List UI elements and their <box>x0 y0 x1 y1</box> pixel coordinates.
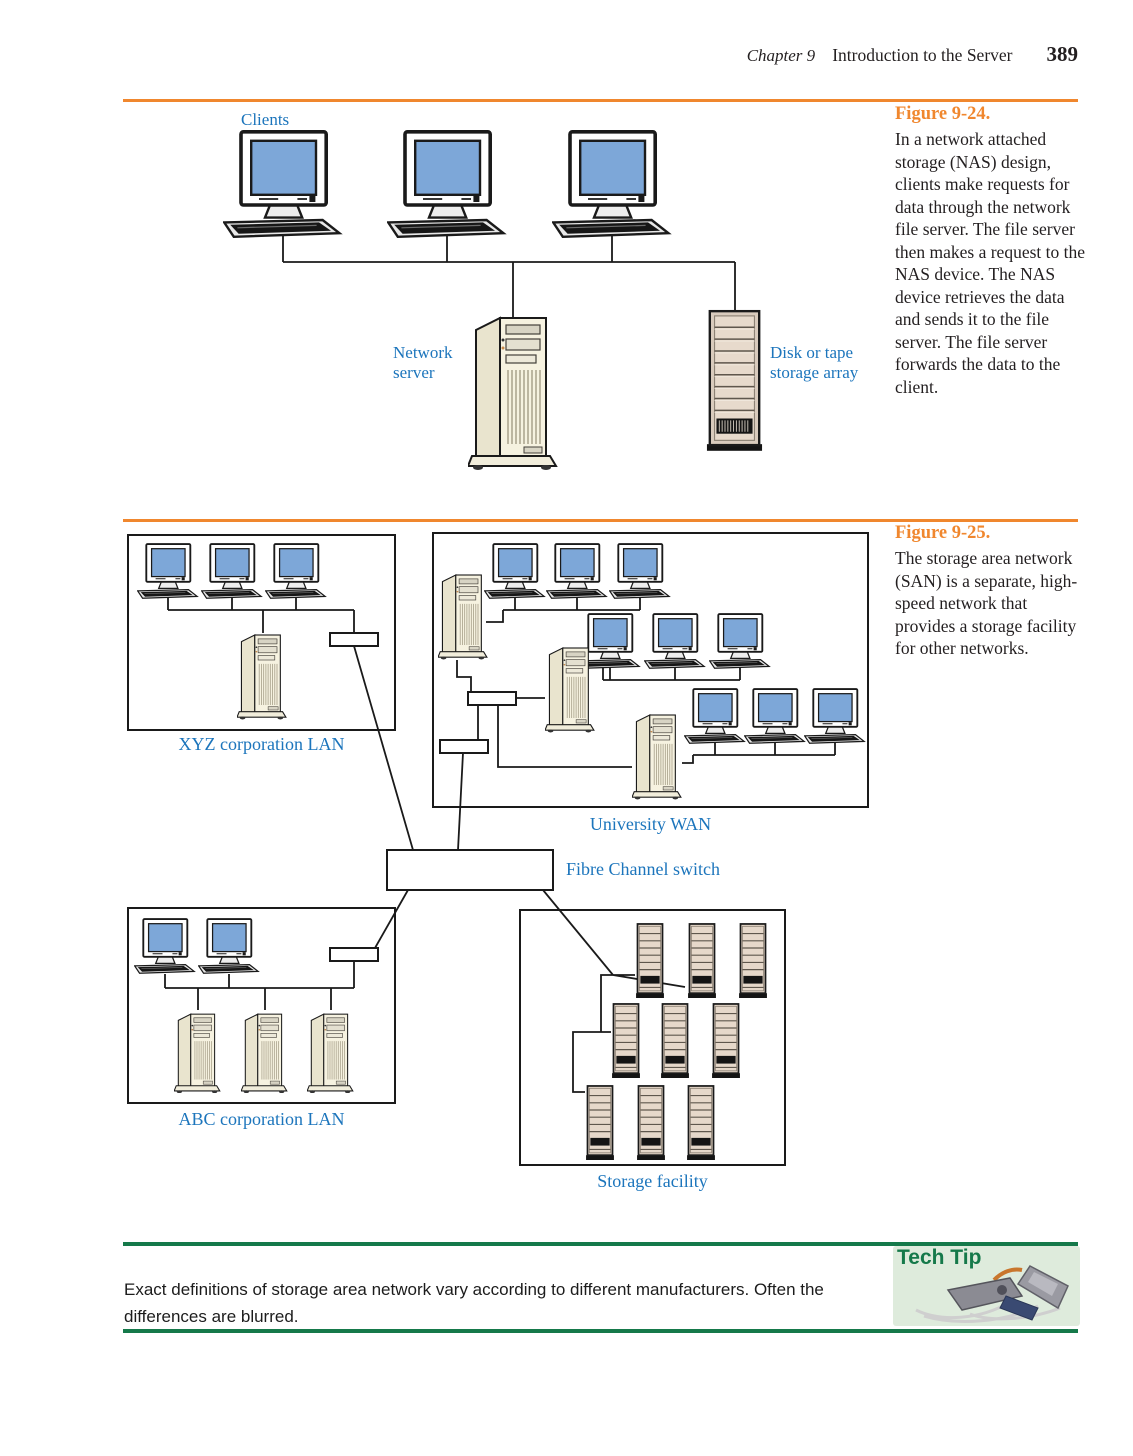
xyz-lan-box <box>127 534 396 731</box>
abc-lan-box <box>127 907 396 1104</box>
page-header: Chapter 9 Introduction to the Server 389 <box>747 42 1078 67</box>
client-computer-icon <box>484 543 546 599</box>
client-computer-icon <box>137 543 199 599</box>
client-computer-icon <box>223 130 342 238</box>
server-tower-icon <box>237 634 287 720</box>
fibre-channel-switch-label: Fibre Channel switch <box>566 859 720 879</box>
server-tower-icon <box>632 714 682 800</box>
tech-tip-rule-bottom <box>123 1329 1078 1333</box>
figure-9-24-title: Figure 9-24. <box>895 104 991 124</box>
figure-9-25-caption-text: The storage area network (SAN) is a sepa… <box>895 548 1078 658</box>
storage-rack-icon <box>635 923 665 998</box>
tech-tip-box: Tech Tip <box>893 1246 1080 1326</box>
network-boundary-boxes <box>127 532 869 1166</box>
client-computer-icon <box>387 130 506 238</box>
university-wan-box <box>432 532 869 808</box>
server-tower-icon <box>241 1013 288 1093</box>
network-switch-icon <box>467 691 517 706</box>
client-computer-icon <box>546 543 608 599</box>
storage-rack-icon <box>711 1003 741 1078</box>
figure-9-25-caption: Figure 9-25. The storage area network (S… <box>895 523 1087 660</box>
storage-rack-icon <box>706 309 763 452</box>
tech-tip-tools-image <box>915 1265 1069 1323</box>
figure-9-24-caption: Figure 9-24. In a network attached stora… <box>895 104 1087 398</box>
figure-9-25-title: Figure 9-25. <box>895 523 991 543</box>
figure-9-24-caption-text: In a network attached storage (NAS) desi… <box>895 129 1086 397</box>
client-computer-icon <box>804 688 866 744</box>
figure-9-24-diagram: Clients Network server Disk or tape stor… <box>123 100 903 510</box>
storage-rack-icon <box>687 923 717 998</box>
university-wan-label: University WAN <box>589 814 712 834</box>
clients-label: Clients <box>241 110 290 129</box>
storage-rack-icon <box>686 1085 716 1160</box>
tech-tip-rule-top <box>123 1242 1078 1246</box>
server-tower-icon <box>468 317 557 470</box>
page-number: 389 <box>1046 42 1079 66</box>
section-rule-orange-top <box>123 99 1078 102</box>
server-tower-icon <box>545 647 595 733</box>
network-server-label: Network server <box>393 343 453 383</box>
figure-9-25-diagram: XYZ corporation LAN University WAN Fibre… <box>123 525 883 1205</box>
client-computer-icon <box>709 613 771 669</box>
section-rule-orange-middle <box>123 519 1078 522</box>
storage-rack-icon <box>611 1003 641 1078</box>
network-connection-lines <box>282 235 736 320</box>
client-computer-icon <box>201 543 263 599</box>
network-switch-icon <box>329 632 379 647</box>
tech-tip-text: Exact definitions of storage area networ… <box>124 1280 824 1326</box>
server-tower-icon <box>174 1013 221 1093</box>
storage-facility-label: Storage facility <box>597 1171 708 1191</box>
san-diagram-graphic <box>127 532 869 1166</box>
chapter-title: Introduction to the Server <box>832 45 1013 65</box>
storage-rack-icon <box>585 1085 615 1160</box>
client-computer-icon <box>552 130 671 238</box>
nas-diagram-graphic <box>223 130 763 470</box>
storage-facility-box <box>519 909 786 1166</box>
tech-tip-heading: Tech Tip <box>897 1246 982 1269</box>
server-tower-icon <box>438 574 488 660</box>
nas-devices <box>223 130 763 470</box>
server-tower-icon <box>307 1013 354 1093</box>
storage-rack-icon <box>660 1003 690 1078</box>
client-computer-icon <box>265 543 327 599</box>
storage-rack-icon <box>636 1085 666 1160</box>
client-computer-icon <box>609 543 671 599</box>
storage-array-label: Disk or tape storage array <box>770 343 859 383</box>
network-switch-icon <box>439 739 489 754</box>
switch-boxes <box>329 632 554 962</box>
fibre-channel-switch-icon <box>386 849 554 891</box>
client-computer-icon <box>198 918 260 974</box>
client-computer-icon <box>134 918 196 974</box>
abc-lan-label: ABC corporation LAN <box>178 1109 345 1129</box>
client-computer-icon <box>644 613 706 669</box>
network-switch-icon <box>329 947 379 962</box>
client-computer-icon <box>744 688 806 744</box>
client-computer-icon <box>684 688 746 744</box>
storage-rack-icon <box>738 923 768 998</box>
chapter-label: Chapter 9 <box>746 46 816 65</box>
xyz-lan-label: XYZ corporation LAN <box>178 734 345 754</box>
